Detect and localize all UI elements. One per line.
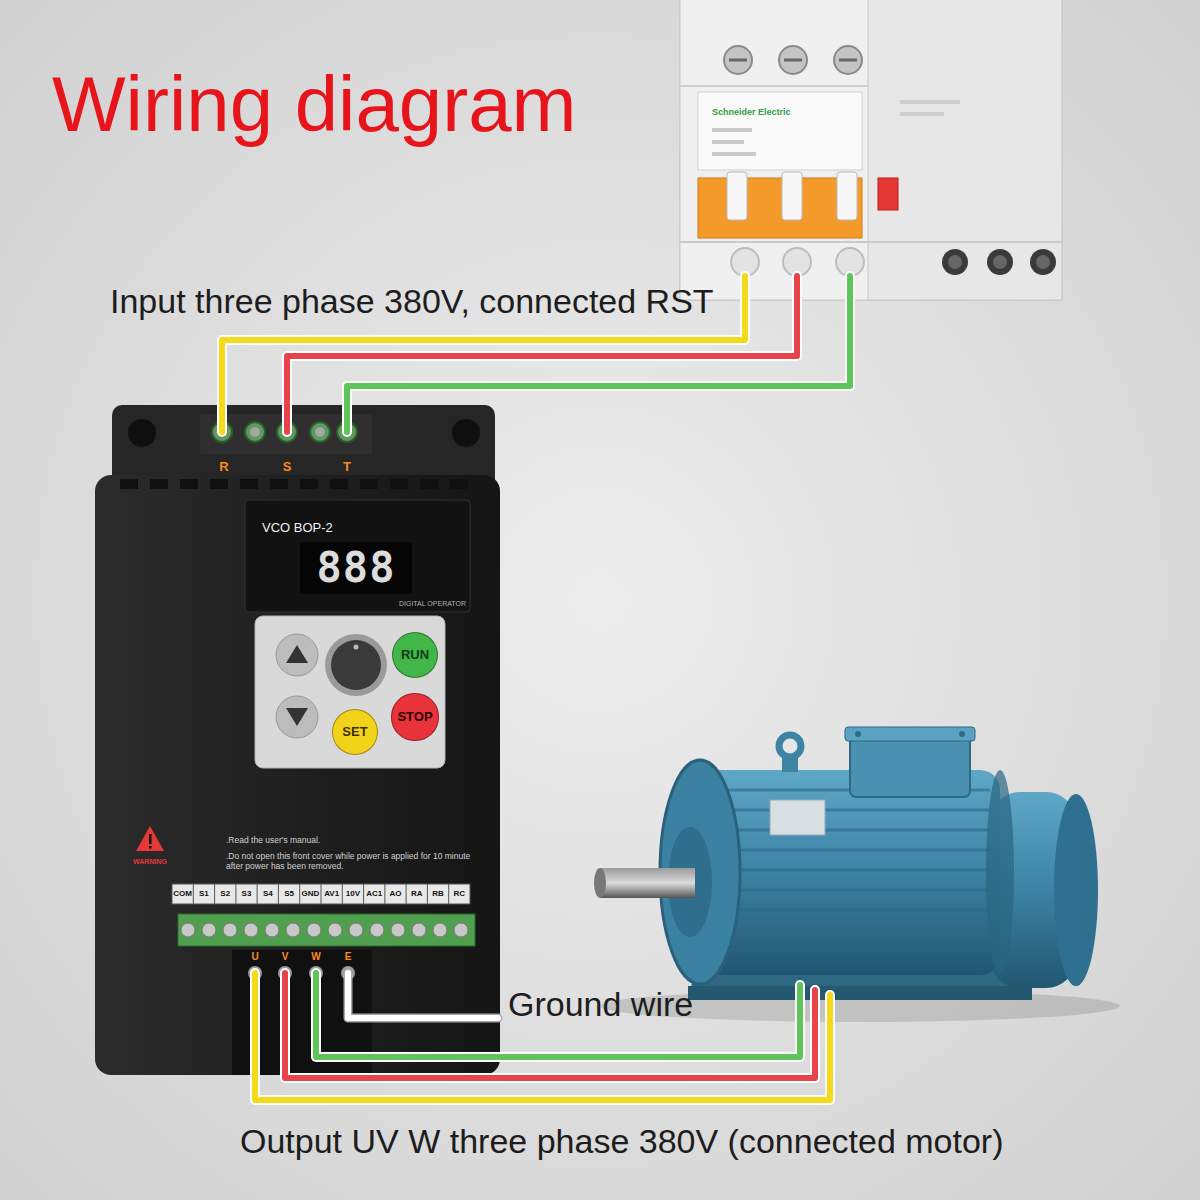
warning-word: WARNING — [133, 858, 167, 866]
terminal-name: U — [251, 952, 258, 962]
terminal-label: AO — [390, 889, 402, 898]
output-note: Output UV W three phase 380V (connected … — [240, 1122, 1004, 1161]
wire-label: Ground wire — [508, 985, 693, 1024]
keypad-button: STOP — [391, 693, 438, 740]
electric-motor — [594, 727, 1120, 1022]
terminal-label: S1 — [199, 889, 209, 898]
terminal-label: S3 — [242, 889, 252, 898]
title: Wiring diagram — [52, 65, 576, 143]
keypad-button: RUN — [392, 632, 438, 678]
frequency-inverter — [95, 405, 500, 1075]
motor-wires — [255, 973, 830, 1100]
terminal-name: V — [282, 952, 289, 962]
terminal-label: COM — [173, 889, 192, 898]
terminal-label: S4 — [263, 889, 273, 898]
warning-note: .Do not open this front cover while powe… — [226, 851, 471, 871]
model-name: VCO BOP-2 — [262, 521, 333, 536]
terminal-name: S — [283, 460, 292, 475]
terminal-label: S5 — [284, 889, 294, 898]
button-label: RUN — [401, 648, 429, 662]
button-label: STOP — [397, 710, 432, 724]
terminal-label: AC1 — [366, 889, 382, 898]
terminal-label: RC — [454, 889, 466, 898]
keypad-button: SET — [332, 709, 378, 755]
display-digits: 888 — [317, 545, 396, 591]
terminal-name: W — [311, 952, 320, 962]
brand-logo: Schneider Electric — [712, 107, 791, 117]
terminal-label: RA — [411, 889, 423, 898]
terminal-name: R — [219, 460, 228, 475]
button-label: SET — [342, 725, 367, 739]
terminal-name: E — [345, 952, 352, 962]
warning-note: .Read the user's manual. — [226, 836, 320, 846]
input-note: Input three phase 380V, connected RST — [110, 282, 714, 321]
terminal-label: 10V — [346, 889, 360, 898]
terminal-label: GND — [301, 889, 319, 898]
terminal-label: S2 — [220, 889, 230, 898]
panel-caption: DIGITAL OPERATOR — [399, 600, 466, 608]
circuit-breaker — [680, 0, 1062, 300]
terminal-name: T — [343, 460, 351, 475]
terminal-label: AV1 — [324, 889, 339, 898]
terminal-label: RB — [432, 889, 444, 898]
